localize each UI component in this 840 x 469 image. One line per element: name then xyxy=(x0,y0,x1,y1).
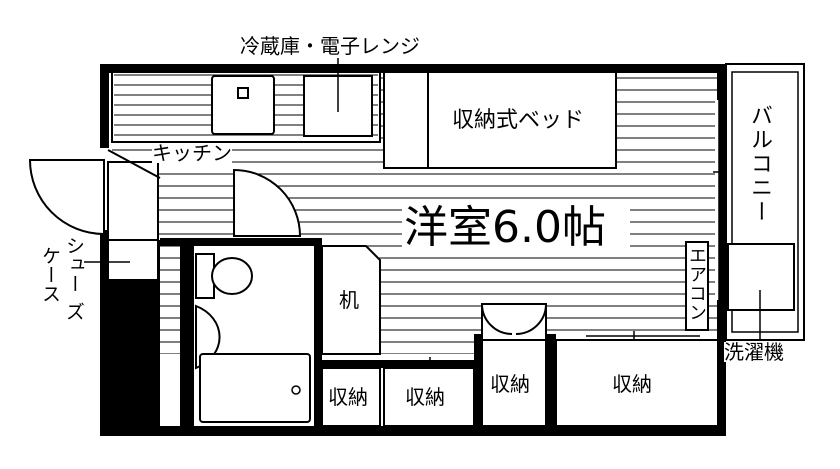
storage-2-box xyxy=(383,367,475,427)
toilet-bowl xyxy=(211,257,253,295)
bath-door-swing xyxy=(233,168,302,237)
storage-wall-mid2 xyxy=(546,334,556,434)
label-shoe-case-col2: ケース xyxy=(39,246,61,303)
bathroom-wall-left xyxy=(180,238,194,434)
label-room: 洋室6.0帖 xyxy=(404,202,606,253)
storage-bed xyxy=(427,71,617,169)
closet-panel xyxy=(383,71,429,169)
label-shoe-case-col1: シュー xyxy=(63,236,85,293)
bathroom-wall-right xyxy=(314,238,322,434)
wall-right xyxy=(717,64,726,436)
storage-1-box xyxy=(321,367,381,427)
bathroom-wall-top xyxy=(160,238,320,246)
storage-wall-mid xyxy=(474,334,482,434)
label-washer: 洗濯機 xyxy=(724,340,784,364)
label-storage-1: 収納 xyxy=(328,385,368,409)
storage-3-door-frame xyxy=(481,303,547,341)
label-kitchen: キッチン xyxy=(152,141,232,165)
label-storage-3: 収納 xyxy=(490,372,530,396)
label-balcony: バルコニー xyxy=(747,104,772,224)
wall-bottom xyxy=(100,426,726,436)
label-desk: 机 xyxy=(339,288,359,312)
label-aircon: エアコン xyxy=(686,246,707,322)
bathtub-drain xyxy=(291,385,301,395)
wall-left-upper xyxy=(100,64,109,148)
bathtub xyxy=(199,353,311,423)
entry-step xyxy=(107,239,159,281)
label-storage-2: 収納 xyxy=(405,385,445,409)
entrance-door-swing xyxy=(28,159,105,236)
storage-4-box xyxy=(555,339,719,427)
aircon-box xyxy=(685,241,709,331)
balcony-inner xyxy=(731,71,799,333)
wall-left-mid xyxy=(100,230,109,270)
label-storage-4: 収納 xyxy=(612,372,652,396)
kitchen-sink xyxy=(211,75,275,135)
wall-top xyxy=(100,64,728,73)
kitchen-sink-drain xyxy=(237,87,249,99)
storage-3-door-left xyxy=(481,303,513,335)
label-shoe-case-col3: ズ xyxy=(63,302,85,321)
label-storage-bed: 収納式ベッド xyxy=(452,108,585,133)
shoe-case-diag xyxy=(107,149,161,179)
storage-3-door-right xyxy=(515,303,547,335)
storage-partition-top xyxy=(318,360,480,368)
desk xyxy=(321,245,381,355)
label-fridge-microwave: 冷蔵庫・電子レンジ xyxy=(240,34,420,58)
washer-box xyxy=(727,243,795,311)
